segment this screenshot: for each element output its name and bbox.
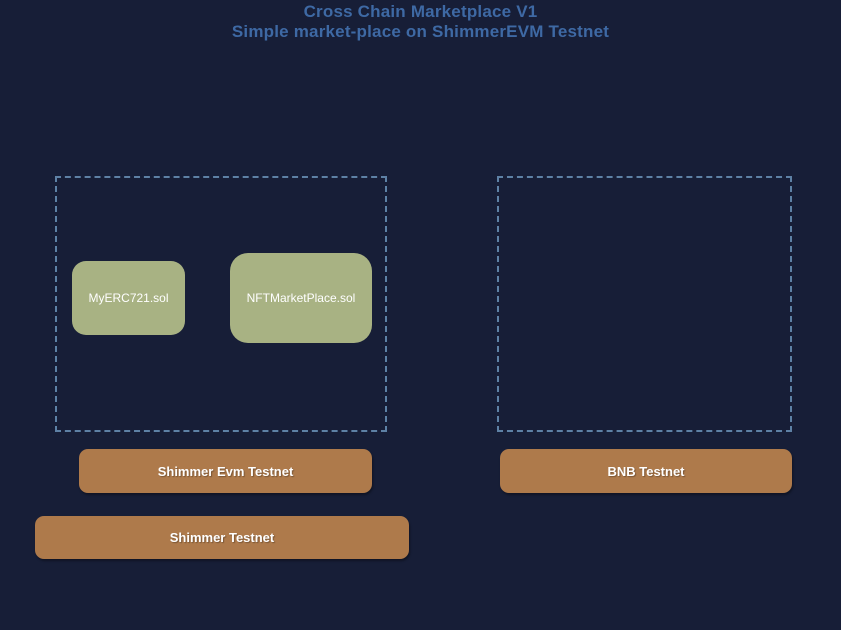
page-title: Cross Chain Marketplace V1 <box>303 2 538 21</box>
shimmer-evm-testnet-container[interactable] <box>55 176 387 432</box>
contract-node-label: NFTMarketPlace.sol <box>246 291 356 305</box>
network-button-label: BNB Testnet <box>607 463 685 479</box>
contract-node-myerc721[interactable]: MyERC721.sol <box>72 261 185 335</box>
page-subtitle: Simple market-place on ShimmerEVM Testne… <box>231 22 610 41</box>
contract-node-nftmarketplace[interactable]: NFTMarketPlace.sol <box>230 253 372 343</box>
bnb-testnet-container[interactable] <box>497 176 792 432</box>
bnb-testnet-button[interactable]: BNB Testnet <box>500 449 792 493</box>
contract-node-label: MyERC721.sol <box>88 291 169 305</box>
shimmer-evm-testnet-button[interactable]: Shimmer Evm Testnet <box>79 449 372 493</box>
shimmer-testnet-button[interactable]: Shimmer Testnet <box>35 516 409 559</box>
network-button-label: Shimmer Testnet <box>169 530 275 545</box>
network-button-label: Shimmer Evm Testnet <box>157 463 294 479</box>
